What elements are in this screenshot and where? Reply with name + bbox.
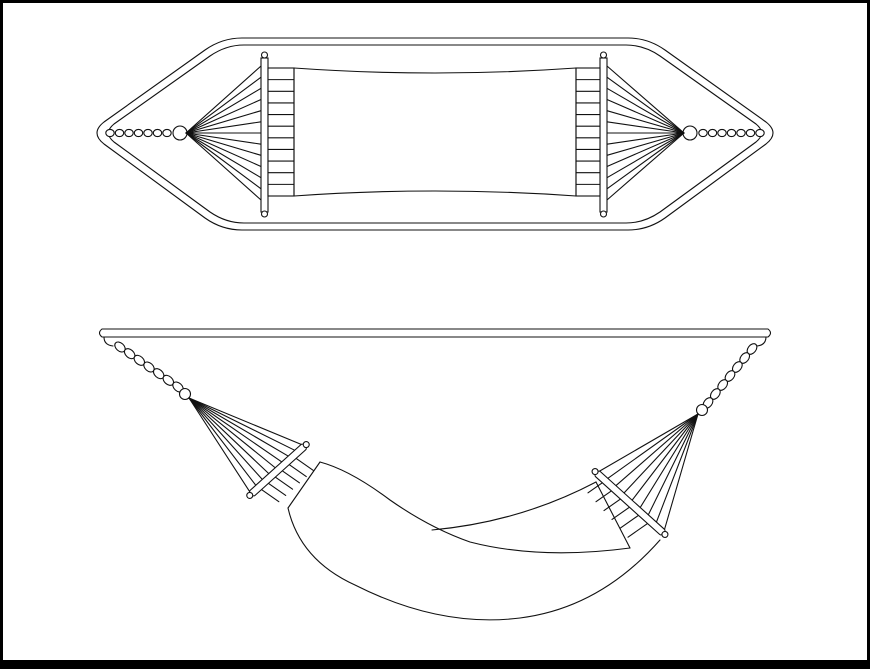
string xyxy=(188,397,252,495)
string xyxy=(646,413,699,519)
string xyxy=(185,132,262,179)
string xyxy=(606,98,685,134)
bead xyxy=(124,128,134,138)
side-view-rail-left-hook xyxy=(103,336,114,347)
top-left-bar-knob-top xyxy=(260,51,269,59)
weave-line xyxy=(258,487,280,503)
bead xyxy=(736,128,746,138)
string xyxy=(606,132,685,179)
top-right-weave-block xyxy=(575,67,601,197)
bead xyxy=(698,128,708,138)
bead xyxy=(162,128,172,138)
string xyxy=(188,397,299,453)
string xyxy=(621,413,699,497)
weave-line xyxy=(272,474,294,490)
bead xyxy=(707,128,718,138)
side-view-rail-right-hook xyxy=(756,336,767,347)
string xyxy=(185,132,262,145)
string xyxy=(185,132,262,156)
string xyxy=(637,413,699,512)
top-view-bead-chains xyxy=(105,128,765,138)
string xyxy=(188,397,292,459)
string xyxy=(185,132,262,168)
bead xyxy=(105,128,115,138)
weave-line xyxy=(278,468,300,484)
string xyxy=(188,397,279,471)
string xyxy=(185,132,262,190)
side-left-ring xyxy=(178,387,192,401)
string xyxy=(612,413,699,489)
string xyxy=(606,132,685,168)
string xyxy=(654,413,699,527)
string xyxy=(606,132,685,145)
weave-line xyxy=(619,513,641,529)
bead xyxy=(755,128,765,138)
top-view-outline-outer xyxy=(96,37,774,231)
side-right-spreader-bar xyxy=(591,468,669,538)
side-left-spreader-bar xyxy=(246,441,310,499)
bead xyxy=(152,128,163,138)
string xyxy=(629,413,699,504)
top-view-weave-lines xyxy=(267,79,601,185)
bead xyxy=(143,128,153,138)
top-left-weave-block xyxy=(267,67,295,197)
string xyxy=(606,132,685,156)
side-view-hammock-outer-curve xyxy=(287,507,661,621)
string xyxy=(185,110,262,134)
string xyxy=(606,132,685,201)
top-view-bed-top-edge xyxy=(293,67,577,74)
top-right-bar-knob-bottom xyxy=(599,210,608,218)
side-view-rail xyxy=(98,328,772,338)
bead xyxy=(717,128,727,138)
string xyxy=(185,121,262,134)
string xyxy=(185,132,262,201)
top-left-ring xyxy=(172,125,188,141)
string xyxy=(185,87,262,134)
side-view-right-weave-end xyxy=(595,481,631,549)
string xyxy=(188,397,272,477)
string xyxy=(185,98,262,134)
string xyxy=(606,65,685,134)
side-view-suspension-strings xyxy=(188,397,699,534)
string xyxy=(606,87,685,134)
top-right-bar-knob-top xyxy=(599,51,608,59)
string xyxy=(188,397,259,489)
bead xyxy=(114,128,125,138)
top-view-outline-inner xyxy=(107,44,763,224)
drawing-sheet xyxy=(3,3,867,660)
string xyxy=(185,65,262,134)
string xyxy=(606,110,685,134)
weave-line xyxy=(611,504,633,520)
side-view xyxy=(98,328,772,621)
top-view-bed-bottom-edge xyxy=(293,190,577,197)
top-view xyxy=(96,37,774,231)
string xyxy=(188,397,286,465)
string xyxy=(596,413,699,474)
side-view-hammock-inner-curve xyxy=(319,461,631,554)
string xyxy=(604,413,699,481)
string xyxy=(606,76,685,134)
top-right-spreader-bar xyxy=(599,57,608,213)
string xyxy=(188,397,266,483)
string xyxy=(606,121,685,134)
top-right-ring xyxy=(682,125,698,141)
weave-line xyxy=(627,522,649,538)
string xyxy=(188,397,306,447)
side-view-bead-chains xyxy=(114,341,758,409)
bead xyxy=(133,128,144,138)
bead xyxy=(726,128,737,138)
top-view-suspension-strings xyxy=(185,65,685,201)
weave-line xyxy=(265,480,287,496)
string xyxy=(185,76,262,134)
side-view-hammock-far-edge xyxy=(431,481,597,531)
bead xyxy=(745,128,756,138)
top-left-spreader-bar xyxy=(260,57,269,213)
string xyxy=(662,413,699,534)
string xyxy=(606,132,685,190)
top-left-bar-knob-bottom xyxy=(260,210,269,218)
side-view-left-weave-end xyxy=(287,461,321,509)
side-right-ring xyxy=(695,403,709,417)
